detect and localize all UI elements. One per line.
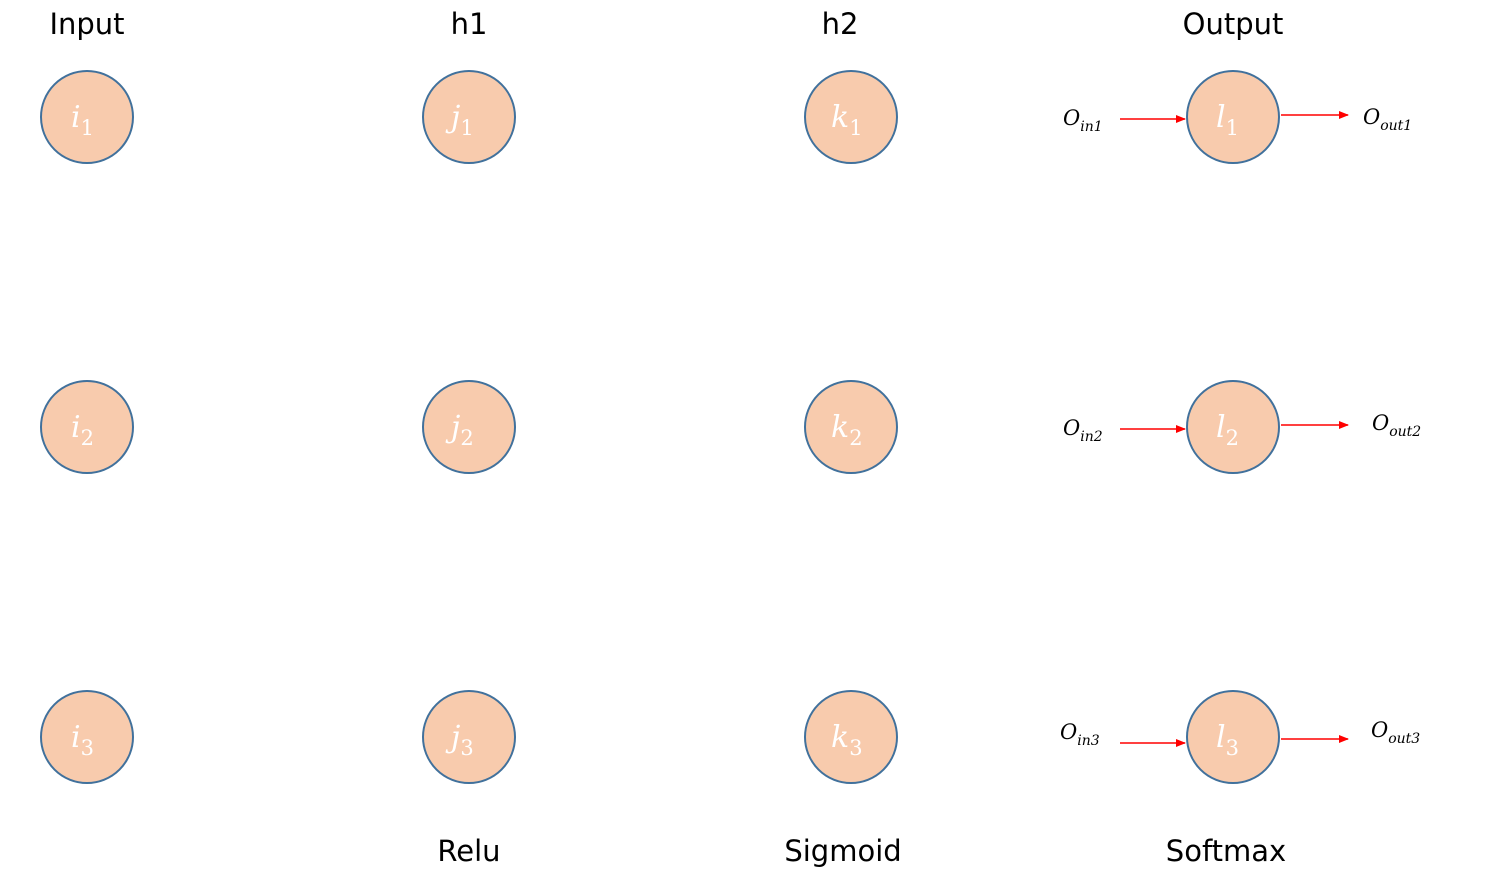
output-in-label-3: Oin3 [1060, 720, 1100, 749]
node-index: 2 [460, 426, 473, 450]
activation-label-h1: Relu [437, 834, 500, 868]
output-out-label-1: Oout1 [1363, 105, 1412, 134]
output-in-label-2: Oin2 [1063, 416, 1103, 445]
node-index: 3 [1226, 736, 1239, 760]
node-index: 1 [81, 116, 94, 140]
column-title-h2: h2 [822, 7, 859, 41]
node-j2: j2 [422, 380, 516, 474]
svg-text:l3: l3 [1216, 720, 1239, 760]
node-index: 1 [460, 116, 473, 140]
node-index: 2 [1226, 426, 1239, 450]
node-letter: k [831, 410, 849, 445]
output-out-label-2: Oout2 [1372, 411, 1421, 440]
column-title-output: Output [1183, 7, 1284, 41]
svg-text:k1: k1 [831, 100, 863, 140]
node-i3: i3 [40, 690, 134, 784]
node-k3: k3 [804, 690, 898, 784]
node-l2: l2 [1186, 380, 1280, 474]
svg-text:k2: k2 [831, 410, 863, 450]
activation-label-output: Softmax [1166, 834, 1286, 868]
node-i1: i1 [40, 70, 134, 164]
svg-text:l2: l2 [1216, 410, 1239, 450]
node-index: 1 [849, 116, 862, 140]
node-l1: l1 [1186, 70, 1280, 164]
node-index: 3 [849, 736, 862, 760]
node-index: 2 [81, 426, 94, 450]
node-index: 1 [1226, 116, 1239, 140]
node-j1: j1 [422, 70, 516, 164]
node-j3: j3 [422, 690, 516, 784]
svg-text:i2: i2 [71, 410, 94, 450]
column-title-h1: h1 [451, 7, 488, 41]
node-k2: k2 [804, 380, 898, 474]
output-in-label-1: Oin1 [1063, 106, 1103, 135]
node-letter: k [831, 100, 849, 135]
node-letter: l [1216, 410, 1226, 445]
node-k1: k1 [804, 70, 898, 164]
node-index: 3 [81, 736, 94, 760]
svg-text:i1: i1 [71, 100, 94, 140]
svg-text:l1: l1 [1216, 100, 1239, 140]
node-l3: l3 [1186, 690, 1280, 784]
node-letter: k [831, 720, 849, 755]
node-letter: i [71, 720, 81, 755]
activation-label-h2: Sigmoid [784, 834, 901, 868]
node-index: 2 [849, 426, 862, 450]
node-index: 3 [460, 736, 473, 760]
node-i2: i2 [40, 380, 134, 474]
output-out-label-3: Oout3 [1371, 718, 1420, 747]
svg-text:k3: k3 [831, 720, 863, 760]
node-letter: l [1216, 100, 1226, 135]
node-letter: i [71, 410, 81, 445]
node-letter: l [1216, 720, 1226, 755]
node-letter: i [71, 100, 81, 135]
svg-text:i3: i3 [71, 720, 94, 760]
column-title-input: Input [49, 7, 124, 41]
